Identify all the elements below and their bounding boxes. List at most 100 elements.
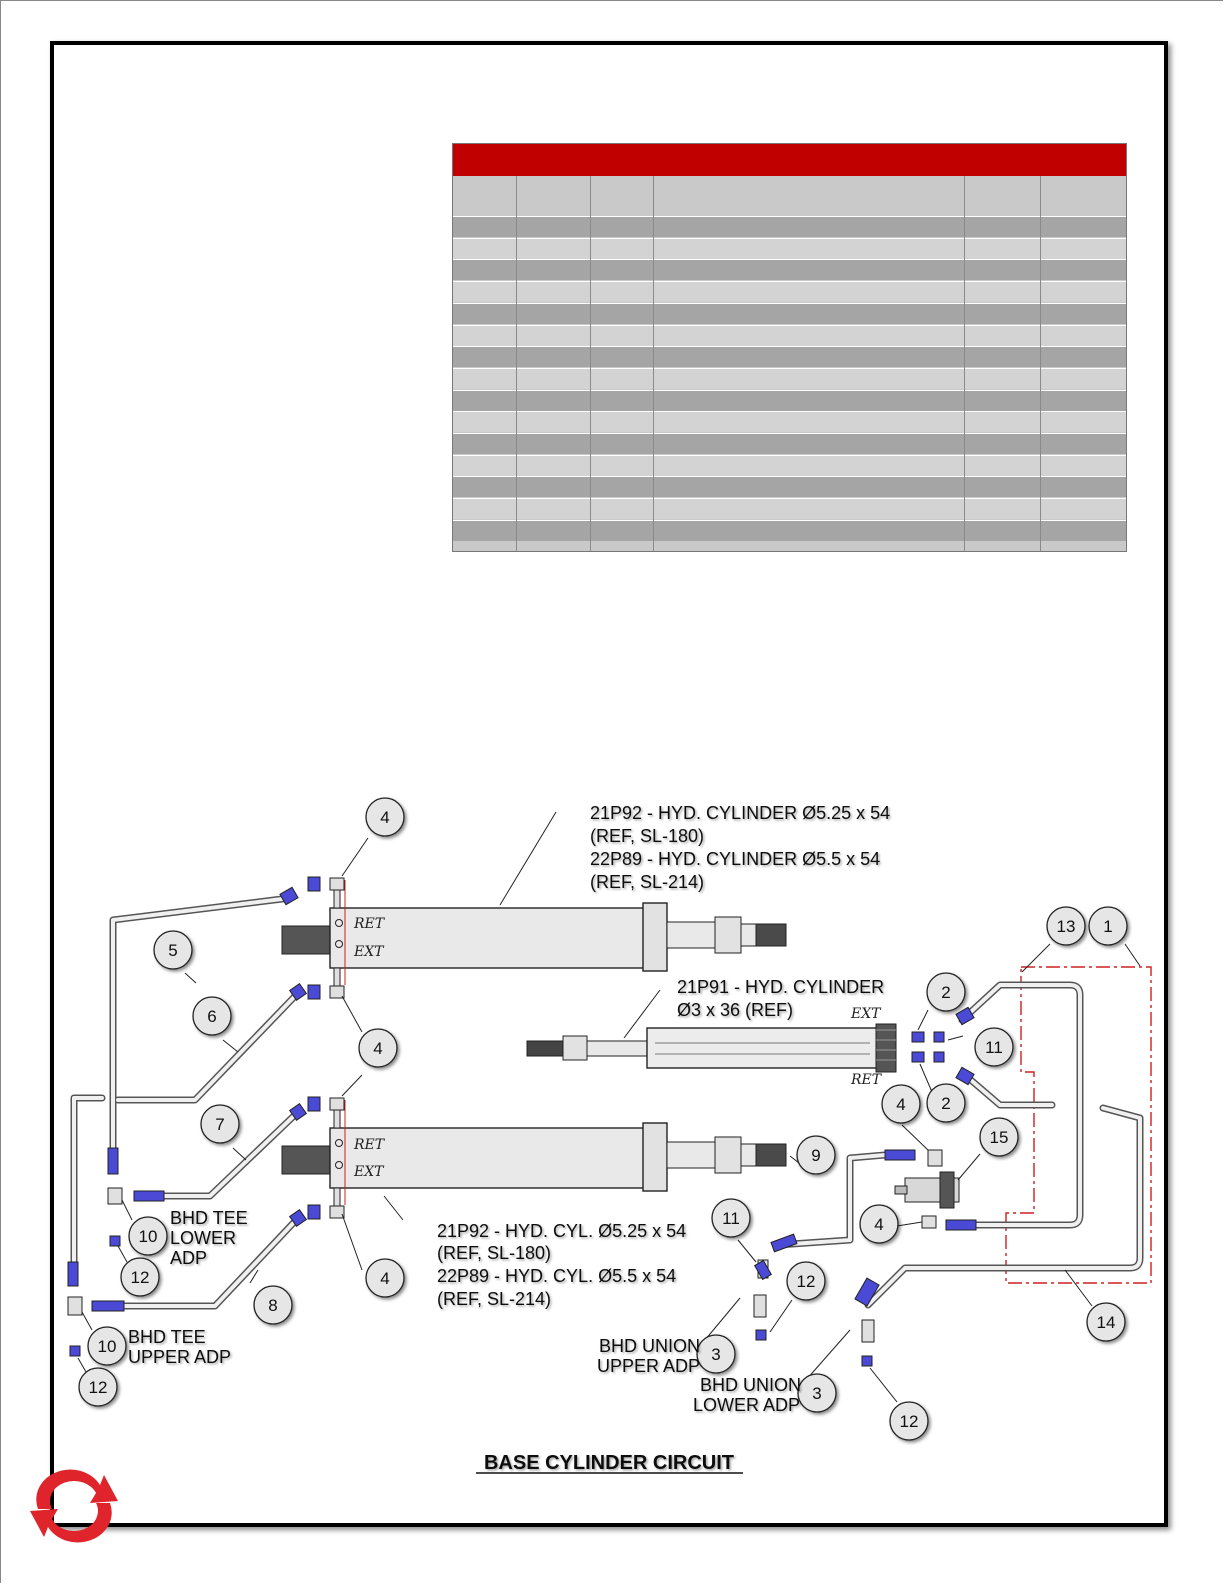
callout-balloon: 11: [711, 1198, 751, 1238]
callout-circle: [358, 1028, 398, 1068]
note-text: 22P89 - HYD. CYLINDER Ø5.5 x 54: [590, 849, 880, 869]
callout-number: 12: [797, 1272, 816, 1291]
callout-balloon: 2: [926, 972, 966, 1012]
callout-circle: [696, 1334, 736, 1374]
parts-table-row: [453, 476, 1126, 498]
callout-circle: [797, 1373, 837, 1413]
callout-number: 15: [990, 1128, 1009, 1147]
callout-balloon: 12: [889, 1401, 929, 1441]
note-text: (REF, SL-214): [590, 872, 704, 892]
callout-balloon: 5: [153, 930, 193, 970]
callout-circle: [1086, 1302, 1126, 1342]
callout-circle: [881, 1084, 921, 1124]
note-text: UPPER ADP: [597, 1356, 700, 1376]
port-labels: RET EXT RET EXT EXT RET: [353, 916, 883, 1180]
note-text: 21P92 - HYD. CYL. Ø5.25 x 54: [437, 1221, 686, 1241]
note-text: (REF, SL-180): [437, 1243, 551, 1263]
note-text: (REF, SL-180): [590, 826, 704, 846]
callout-balloon: 12: [120, 1257, 160, 1297]
callout-number: 4: [874, 1215, 883, 1234]
hydraulic-cylinder-top: [281, 880, 787, 985]
parts-table-row: [453, 519, 1126, 541]
callout-circle: [200, 1104, 240, 1144]
note-text: BHD UNION: [700, 1375, 801, 1395]
callout-number: 4: [896, 1095, 905, 1114]
callout-number: 13: [1057, 917, 1076, 936]
note-text: Ø3 x 36 (REF): [677, 1000, 793, 1020]
note-text: 22P89 - HYD. CYL. Ø5.5 x 54: [437, 1266, 676, 1286]
port-label-ret: RET: [353, 1137, 386, 1153]
callout-balloon: 10: [87, 1326, 127, 1366]
callout-number: 3: [812, 1384, 821, 1403]
callout-circle: [192, 996, 232, 1036]
callout-circle: [153, 930, 193, 970]
parts-table-row: [453, 216, 1126, 237]
callout-balloon: 4: [881, 1084, 921, 1124]
company-logo-icon: [30, 1469, 118, 1543]
callout-circle: [1046, 906, 1086, 946]
parts-table-row: [453, 346, 1126, 368]
callout-balloon: 8: [253, 1285, 293, 1325]
hydraulic-cylinder-bottom: [281, 1100, 787, 1205]
callout-balloon: 12: [78, 1367, 118, 1407]
callout-balloon: 2: [926, 1083, 966, 1123]
parts-table-row: [453, 454, 1126, 476]
callout-balloon: 4: [859, 1204, 899, 1244]
callout-number: 5: [168, 941, 177, 960]
callout-circle: [926, 1083, 966, 1123]
callout-number: 2: [941, 983, 950, 1002]
parts-table-row: [453, 433, 1126, 454]
parts-table-column-header: [453, 176, 1126, 216]
note-text: ADP: [170, 1248, 207, 1268]
callout-number: 4: [380, 808, 389, 827]
port-label-ret: RET: [850, 1072, 883, 1088]
callout-circle: [87, 1326, 127, 1366]
hydraulic-cylinder-small: [526, 1023, 897, 1073]
callout-balloon: 4: [365, 1258, 405, 1298]
callout-circle: [926, 972, 966, 1012]
callout-balloon: 4: [365, 797, 405, 837]
hose-lines: [70, 894, 1144, 1310]
callout-circle: [120, 1257, 160, 1297]
callout-circle: [859, 1204, 899, 1244]
diagram-notes: 21P92 - HYD. CYLINDER Ø5.25 x 54 (REF, S…: [128, 803, 890, 1415]
callout-number: 11: [722, 1209, 740, 1228]
callout-circle: [365, 797, 405, 837]
callout-number: 6: [207, 1007, 216, 1026]
callout-number: 1: [1103, 917, 1112, 936]
callout-number: 7: [215, 1115, 224, 1134]
fittings: [67, 876, 977, 1367]
callout-balloon: 15: [979, 1117, 1019, 1157]
parts-table-row: [453, 302, 1126, 324]
callout-number: 12: [131, 1268, 150, 1287]
callout-balloon: 14: [1086, 1302, 1126, 1342]
note-text: (REF, SL-214): [437, 1289, 551, 1309]
callout-number: 8: [268, 1296, 277, 1315]
callout-number: 12: [89, 1378, 108, 1397]
callout-circle: [78, 1367, 118, 1407]
callout-balloon: 11: [974, 1027, 1014, 1067]
parts-table-header-bar: [453, 144, 1126, 176]
callout-circle: [711, 1198, 751, 1238]
parts-table-row: [453, 498, 1126, 520]
callout-number: 4: [380, 1269, 389, 1288]
callout-number: 12: [900, 1412, 919, 1431]
note-text: 21P92 - HYD. CYLINDER Ø5.25 x 54: [590, 803, 890, 823]
callout-circle: [365, 1258, 405, 1298]
parts-table-column-divider: [964, 176, 965, 551]
parts-table-row: [453, 389, 1126, 411]
parts-table: [452, 143, 1127, 552]
callout-circle: [889, 1401, 929, 1441]
note-text: BHD TEE: [128, 1327, 206, 1347]
note-text: BHD UNION: [599, 1336, 700, 1356]
callout-circle: [979, 1117, 1019, 1157]
callout-number: 10: [139, 1227, 158, 1246]
callout-number: 3: [711, 1345, 720, 1364]
parts-table-column-divider: [590, 176, 591, 551]
callout-circle: [974, 1027, 1014, 1067]
callout-number: 2: [941, 1094, 950, 1113]
parts-table-row: [453, 259, 1126, 281]
